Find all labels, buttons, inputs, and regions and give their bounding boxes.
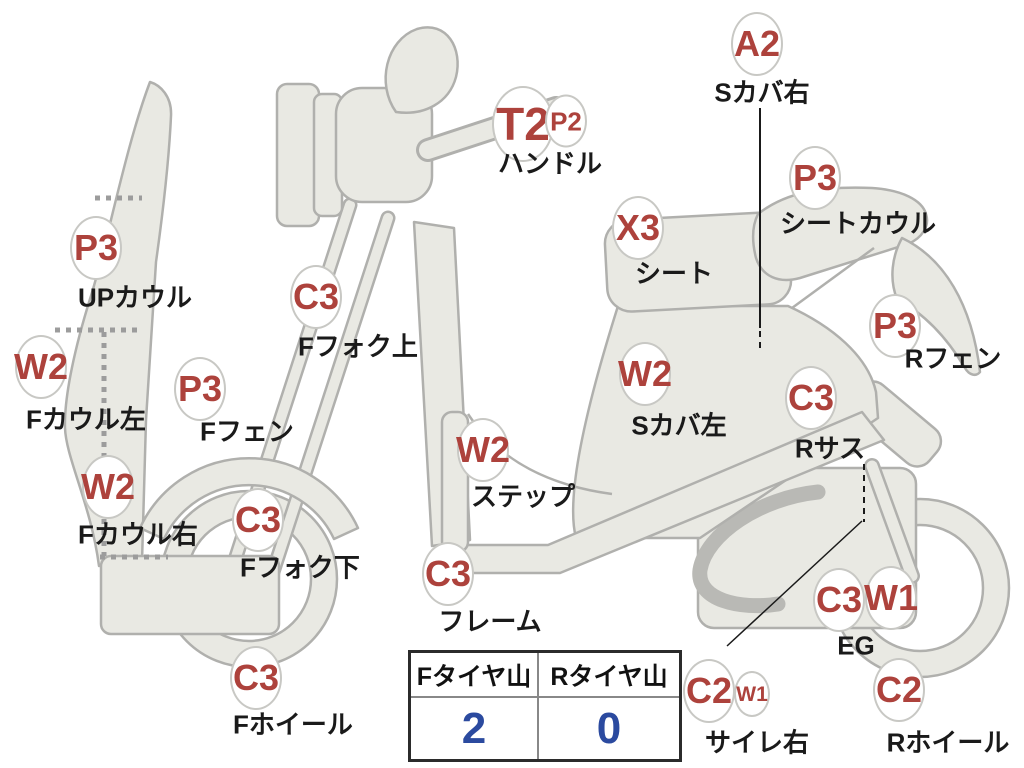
condition-badge-engine-c3: C3 bbox=[813, 568, 865, 632]
condition-badge-r-suspension-c3: C3 bbox=[785, 366, 837, 430]
condition-badge-f-cowl-right-w2: W2 bbox=[81, 455, 135, 519]
condition-badge-silencer-right-c2: C2 bbox=[683, 659, 735, 723]
part-label-frame: フレーム bbox=[438, 606, 542, 637]
front-tire-tread-value: 2 bbox=[411, 698, 539, 759]
condition-badge-f-cowl-left-w2: W2 bbox=[14, 335, 68, 399]
condition-badge-f-fender-p3: P3 bbox=[174, 357, 226, 421]
part-label-step: ステップ bbox=[470, 481, 576, 512]
tire-tread-table: Fタイヤ山 Rタイヤ山 2 0 bbox=[408, 650, 682, 762]
condition-badge-frame-c3: C3 bbox=[422, 542, 474, 606]
condition-badge-s-cover-left-w2: W2 bbox=[618, 342, 672, 406]
part-label-handlebar: ハンドル bbox=[497, 148, 603, 179]
part-label-upper-cowl: UPカウル bbox=[77, 282, 193, 313]
part-label-f-fork-lower: Fフォク下 bbox=[240, 552, 360, 583]
condition-badge-seat-cowl-p3: P3 bbox=[789, 146, 841, 210]
part-label-engine: EG bbox=[837, 630, 875, 661]
pointer-line-silencer bbox=[726, 520, 863, 647]
part-label-seat: シート bbox=[634, 258, 714, 289]
part-label-r-suspension: Rサス bbox=[794, 433, 866, 464]
front-tire-tread-header: Fタイヤ山 bbox=[411, 653, 539, 698]
condition-badge-s-cover-right-a2: A2 bbox=[731, 12, 783, 76]
condition-badge-step-w2: W2 bbox=[456, 418, 510, 482]
condition-badge-handlebar-t2: T2 bbox=[492, 86, 554, 162]
part-label-f-cowl-right: Fカウル右 bbox=[78, 519, 198, 550]
condition-badge-f-fork-lower-c3: C3 bbox=[232, 488, 284, 552]
lower-cowl-shape bbox=[99, 554, 281, 636]
part-label-f-cowl-left: Fカウル左 bbox=[26, 404, 146, 435]
part-label-silencer-right: サイレ右 bbox=[704, 727, 810, 758]
condition-badge-upper-cowl-p3: P3 bbox=[70, 216, 122, 280]
part-label-f-fender: Fフェン bbox=[200, 416, 294, 447]
condition-badge-engine-w1: W1 bbox=[864, 566, 918, 630]
condition-badge-seat-x3: X3 bbox=[612, 196, 664, 260]
part-label-r-wheel: Rホイール bbox=[886, 727, 1010, 758]
part-label-f-fork-upper: Fフォク上 bbox=[298, 331, 418, 362]
condition-badge-silencer-right-w1: W1 bbox=[734, 671, 770, 717]
part-label-s-cover-left: Sカバ左 bbox=[631, 410, 727, 441]
condition-badge-f-wheel-c3: C3 bbox=[230, 646, 282, 710]
part-label-seat-cowl: シートカウル bbox=[779, 208, 937, 239]
condition-badge-f-fork-upper-c3: C3 bbox=[290, 265, 342, 329]
condition-badge-r-wheel-c2: C2 bbox=[873, 658, 925, 722]
condition-badge-r-fender-p3: P3 bbox=[869, 294, 921, 358]
muffler-pipe-shape bbox=[692, 484, 826, 614]
part-label-r-fender: Rフェン bbox=[904, 343, 1002, 374]
condition-badge-handlebar-p2: P2 bbox=[545, 94, 587, 148]
mirror-shape bbox=[384, 26, 459, 114]
part-label-f-wheel: Fホイール bbox=[233, 709, 353, 740]
rear-fender-shape bbox=[891, 236, 982, 377]
rear-tire-tread-header: Rタイヤ山 bbox=[539, 653, 679, 698]
rear-tire-tread-value: 0 bbox=[596, 703, 622, 753]
front-fender-shape bbox=[138, 456, 360, 541]
part-label-s-cover-right: Sカバ右 bbox=[714, 77, 810, 108]
